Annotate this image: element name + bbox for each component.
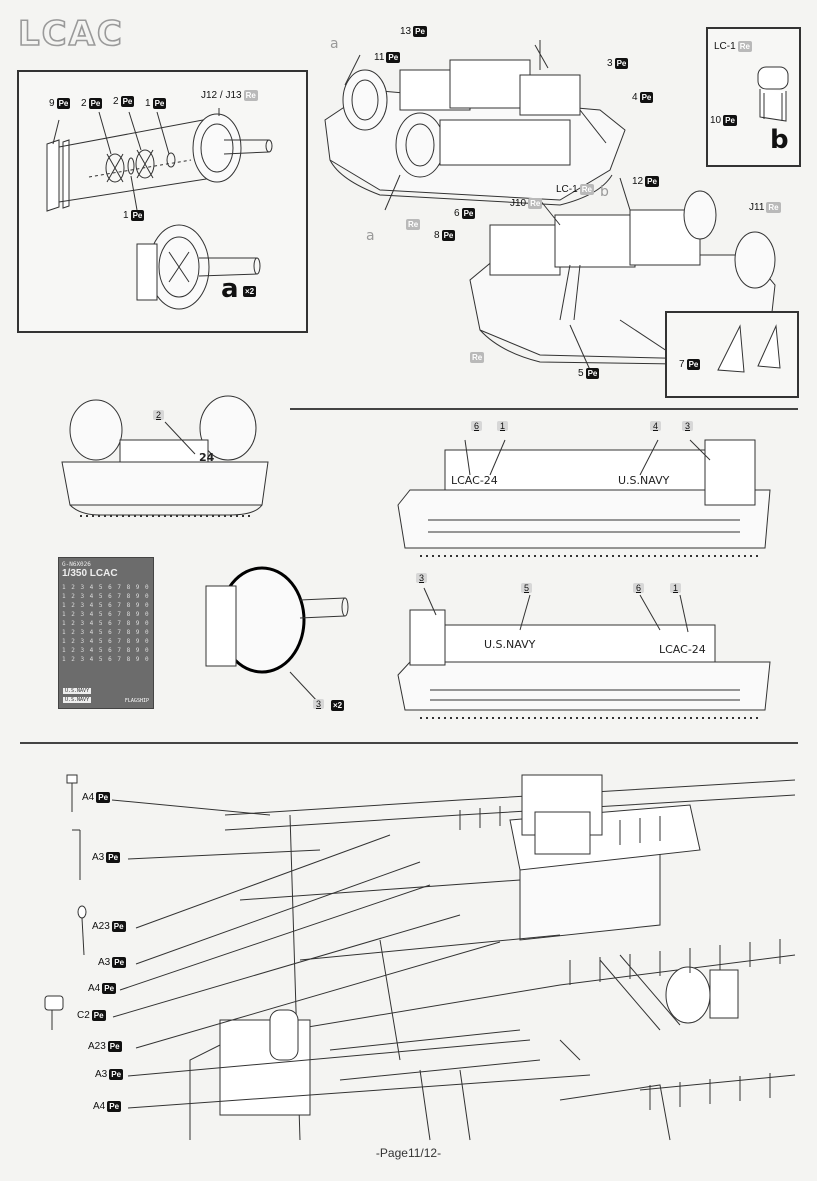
decal-row: 1 2 3 4 5 6 7 8 9 0 (62, 656, 150, 663)
decal-sheet-title: 1/350 LCAC (62, 568, 118, 579)
decal-placement-drawings (61, 395, 771, 719)
decal-callout-6-side1: 6 (471, 421, 483, 431)
lcac-main-assembly-drawing (324, 40, 799, 398)
decal-sheet-grid: 1 2 3 4 5 6 7 8 9 0 1 2 3 4 5 6 7 8 9 0 … (62, 583, 150, 664)
fan-multiplier: ×2 (331, 700, 345, 711)
marker-a-bottom: a (366, 228, 375, 244)
decal-callout-3-fan: 3 (313, 699, 325, 709)
decal-row: 1 2 3 4 5 6 7 8 9 0 (62, 602, 150, 609)
decal-callout-3-side2: 3 (416, 573, 428, 583)
decal-row: 1 2 3 4 5 6 7 8 9 0 (62, 647, 150, 654)
marker-a-top: a (330, 36, 339, 52)
decal-sheet-code: G-N6X026 (62, 561, 91, 568)
side1-navy-text: U.S.NAVY (618, 474, 670, 487)
decal-row: 1 2 3 4 5 6 7 8 9 0 (62, 584, 150, 591)
decal-row: 1 2 3 4 5 6 7 8 9 0 (62, 638, 150, 645)
side1-hull-id: LCAC-24 (451, 474, 498, 487)
decal-sheet: G-N6X026 1/350 LCAC 1 2 3 4 5 6 7 8 9 0 … (58, 557, 154, 709)
rear-hull-number: 24 (199, 451, 215, 464)
divider-bottom (20, 742, 798, 744)
re-badge-hull-top: Re (406, 219, 421, 230)
step-a-multiplier: ×2 (243, 286, 257, 297)
fan-assembly-drawing (46, 108, 273, 310)
decal-callout-2: 2 (153, 410, 165, 420)
page-title: LCAC (17, 13, 124, 55)
decal-row: 1 2 3 4 5 6 7 8 9 0 (62, 629, 150, 636)
step-b-drawing (757, 66, 789, 122)
step-b-letter: b (770, 125, 789, 155)
decal-sheet-navy-2: U.S.NAVY (63, 697, 92, 703)
page-footer: -Page11/12- (375, 1146, 442, 1160)
decal-callout-4-side1: 4 (650, 421, 662, 431)
side2-hull-id: LCAC-24 (659, 643, 706, 656)
divider-middle (290, 408, 798, 410)
decal-row: 1 2 3 4 5 6 7 8 9 0 (62, 593, 150, 600)
decal-callout-1-side1: 1 (497, 421, 509, 431)
side2-navy-text: U.S.NAVY (484, 638, 536, 651)
step-a-letter: a (221, 274, 239, 304)
re-badge-hull-lower: Re (470, 352, 485, 363)
decal-callout-5-side2: 5 (521, 583, 533, 593)
decal-callout-3-side1: 3 (682, 421, 694, 431)
decal-callout-1-side2: 1 (670, 583, 682, 593)
decal-callout-6-side2: 6 (633, 583, 645, 593)
decal-sheet-navy-1: U.S.NAVY (63, 688, 92, 694)
marker-b: b (600, 184, 609, 200)
decal-sheet-brand: FLAGSHIP (124, 698, 149, 704)
decal-row: 1 2 3 4 5 6 7 8 9 0 (62, 620, 150, 627)
decal-row: 1 2 3 4 5 6 7 8 9 0 (62, 611, 150, 618)
